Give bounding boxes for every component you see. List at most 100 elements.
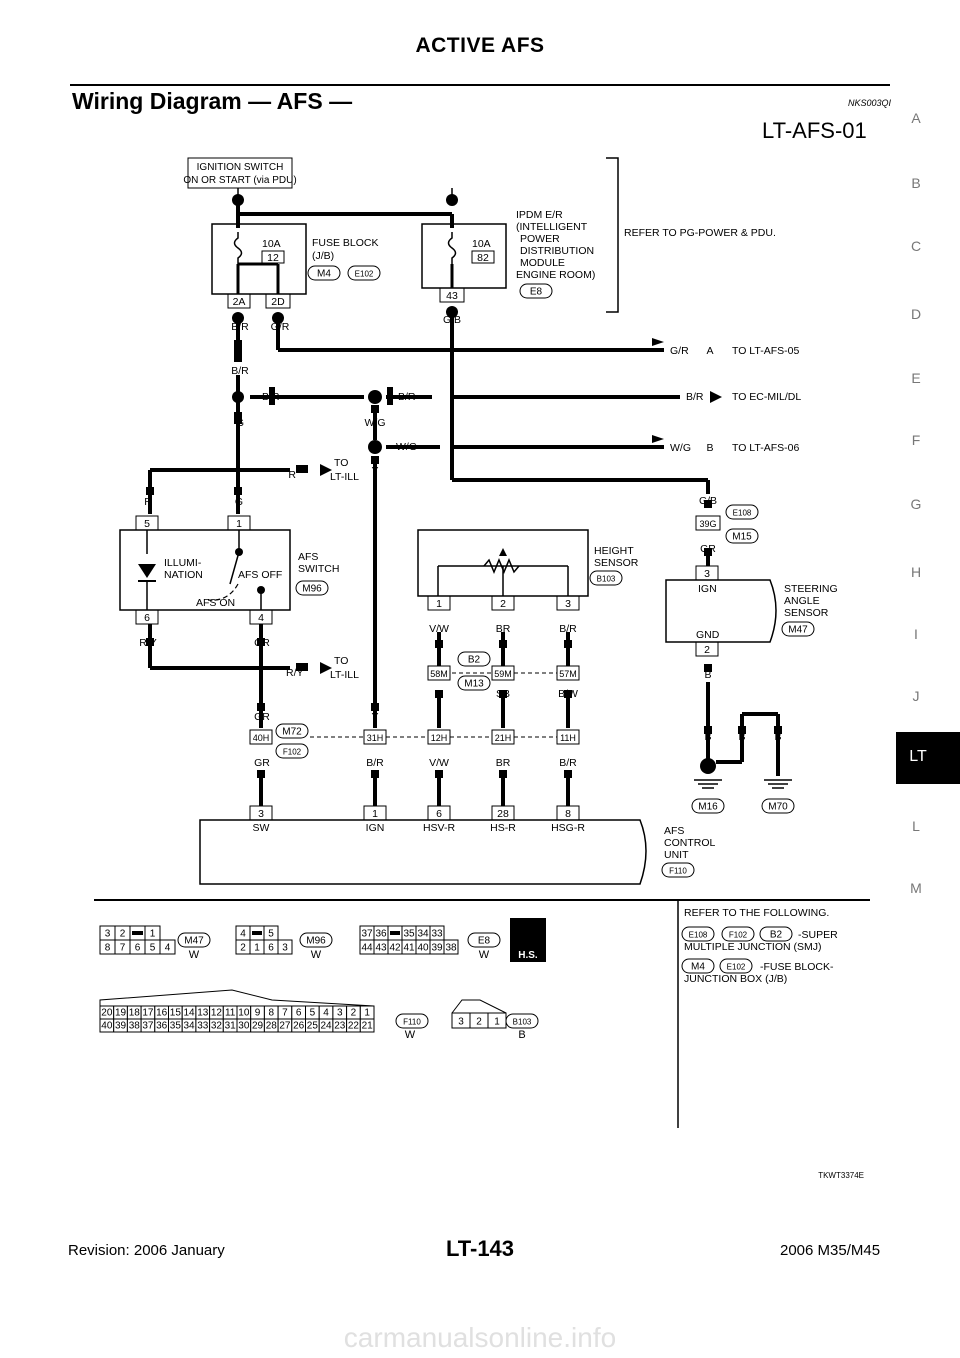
wire-gb-2: G/B bbox=[699, 495, 717, 507]
steering-gnd: GND bbox=[696, 629, 720, 641]
afs-unit-title3: UNIT bbox=[664, 849, 689, 861]
connector-id-m4: M4 bbox=[681, 958, 715, 974]
connector-id-f110: F110 bbox=[395, 1013, 429, 1029]
connector-id-e8: E8 bbox=[467, 932, 501, 948]
section-index-m[interactable]: M bbox=[910, 880, 922, 896]
svg-text:34: 34 bbox=[183, 1021, 195, 1032]
afs-pin-3: 3 bbox=[258, 808, 264, 820]
svg-text:4: 4 bbox=[240, 929, 246, 940]
refer-smj-text2: MULTIPLE JUNCTION (SMJ) bbox=[684, 941, 821, 953]
afs-switch-t4: 4 bbox=[258, 612, 264, 624]
svg-text:37: 37 bbox=[361, 929, 373, 940]
svg-text:7: 7 bbox=[120, 943, 126, 954]
active-section-tab[interactable]: LT bbox=[896, 732, 960, 784]
svg-text:9: 9 bbox=[255, 1008, 261, 1019]
svg-text:M70: M70 bbox=[768, 802, 788, 813]
svg-text:5: 5 bbox=[268, 929, 274, 940]
refer-smj-text1: -SUPER bbox=[798, 929, 838, 941]
diagram-id: LT-AFS-01 bbox=[762, 118, 867, 143]
svg-text:24: 24 bbox=[320, 1021, 332, 1032]
ref-to-1: TO bbox=[334, 457, 348, 469]
section-index-a[interactable]: A bbox=[911, 110, 921, 126]
ignition-line1: IGNITION SWITCH bbox=[197, 162, 284, 173]
svg-text:6: 6 bbox=[268, 943, 274, 954]
wire-ry-1: R/Y bbox=[139, 637, 157, 649]
section-index-d[interactable]: D bbox=[910, 306, 922, 322]
connector-id-m15: M15 bbox=[725, 528, 759, 544]
section-title: Wiring Diagram — AFS — bbox=[72, 88, 353, 114]
svg-text:6: 6 bbox=[135, 943, 141, 954]
wire-ry-2: R/Y bbox=[286, 667, 304, 679]
height-t1: 1 bbox=[436, 598, 442, 610]
section-index-e[interactable]: E bbox=[911, 370, 921, 386]
section-index-f[interactable]: F bbox=[911, 432, 921, 448]
joint-39g: 39G bbox=[699, 519, 716, 529]
ipdm-title2: (INTELLIGENT bbox=[516, 221, 588, 233]
svg-text:28: 28 bbox=[266, 1021, 278, 1032]
svg-text:22: 22 bbox=[348, 1021, 360, 1032]
svg-text:B: B bbox=[518, 1029, 525, 1041]
svg-text:6: 6 bbox=[296, 1008, 302, 1019]
steering-ign: IGN bbox=[698, 583, 717, 595]
wire-vw-1: V/W bbox=[429, 623, 449, 635]
section-index-g[interactable]: G bbox=[910, 496, 922, 512]
connector-id-e108: E108 bbox=[725, 504, 759, 520]
svg-text:33: 33 bbox=[431, 929, 443, 940]
section-index: LT A B C D E F G H I J L M bbox=[896, 0, 960, 900]
svg-text:3: 3 bbox=[282, 943, 288, 954]
afs-pin-6: 6 bbox=[436, 808, 442, 820]
wire-br-4: B/R bbox=[398, 391, 416, 403]
ipdm-term: 43 bbox=[446, 290, 458, 302]
wire-br-6: B/R bbox=[559, 757, 577, 769]
ref-lt-ill-2: LT-ILL bbox=[330, 669, 359, 681]
ignition-line2: ON OR START (via PDU) bbox=[183, 175, 296, 186]
svg-text:M47: M47 bbox=[788, 625, 808, 636]
wire-b-2: B bbox=[704, 731, 711, 743]
svg-text:W: W bbox=[405, 1029, 416, 1041]
section-index-i[interactable]: I bbox=[914, 626, 918, 642]
svg-text:29: 29 bbox=[252, 1021, 264, 1032]
svg-text:F110: F110 bbox=[403, 1018, 421, 1027]
svg-text:44: 44 bbox=[361, 943, 373, 954]
diagram-code: TKWT3374E bbox=[818, 1171, 864, 1180]
svg-text:14: 14 bbox=[183, 1008, 195, 1019]
svg-text:M4: M4 bbox=[691, 962, 705, 973]
section-index-j[interactable]: J bbox=[912, 688, 920, 704]
svg-text:M96: M96 bbox=[302, 584, 322, 595]
section-index-h[interactable]: H bbox=[910, 564, 922, 580]
svg-text:M16: M16 bbox=[698, 802, 718, 813]
ipdm-title5: MODULE bbox=[520, 257, 565, 269]
svg-text:M13: M13 bbox=[464, 679, 484, 690]
height-t3: 3 bbox=[565, 598, 571, 610]
connector-id-f110: F110 bbox=[661, 862, 695, 878]
hs-logo-text: H.S. bbox=[518, 950, 538, 961]
svg-text:F102: F102 bbox=[283, 748, 302, 757]
afs-off-label: AFS OFF bbox=[238, 569, 282, 581]
section-index-c[interactable]: C bbox=[910, 238, 922, 254]
refer-fb-text2: JUNCTION BOX (J/B) bbox=[684, 973, 787, 985]
ipdm-title3: POWER bbox=[520, 233, 560, 245]
section-index-b[interactable]: B bbox=[911, 175, 921, 191]
svg-text:36: 36 bbox=[156, 1021, 168, 1032]
svg-text:34: 34 bbox=[417, 929, 429, 940]
connector-id-b2: B2 bbox=[759, 926, 793, 942]
wire-gr-3: GR bbox=[254, 757, 270, 769]
connector-id-m47: M47 bbox=[177, 932, 211, 948]
section-index-l[interactable]: L bbox=[912, 818, 920, 834]
active-section-label: LT bbox=[909, 748, 927, 765]
svg-text:18: 18 bbox=[129, 1008, 141, 1019]
connector-id-e102: E102 bbox=[719, 958, 753, 974]
afs-pin-hsr: HS-R bbox=[490, 822, 516, 834]
connector-id-m4: M4 bbox=[307, 265, 341, 281]
steering-title1: STEERING bbox=[784, 583, 838, 595]
ipdm-fuse-number: 82 bbox=[477, 252, 489, 264]
footer-model: 2006 M35/M45 bbox=[780, 1242, 881, 1259]
wire-g-2: G bbox=[235, 496, 243, 508]
svg-text:32: 32 bbox=[211, 1021, 223, 1032]
afs-pin-8: 8 bbox=[565, 808, 571, 820]
svg-text:40: 40 bbox=[417, 943, 429, 954]
